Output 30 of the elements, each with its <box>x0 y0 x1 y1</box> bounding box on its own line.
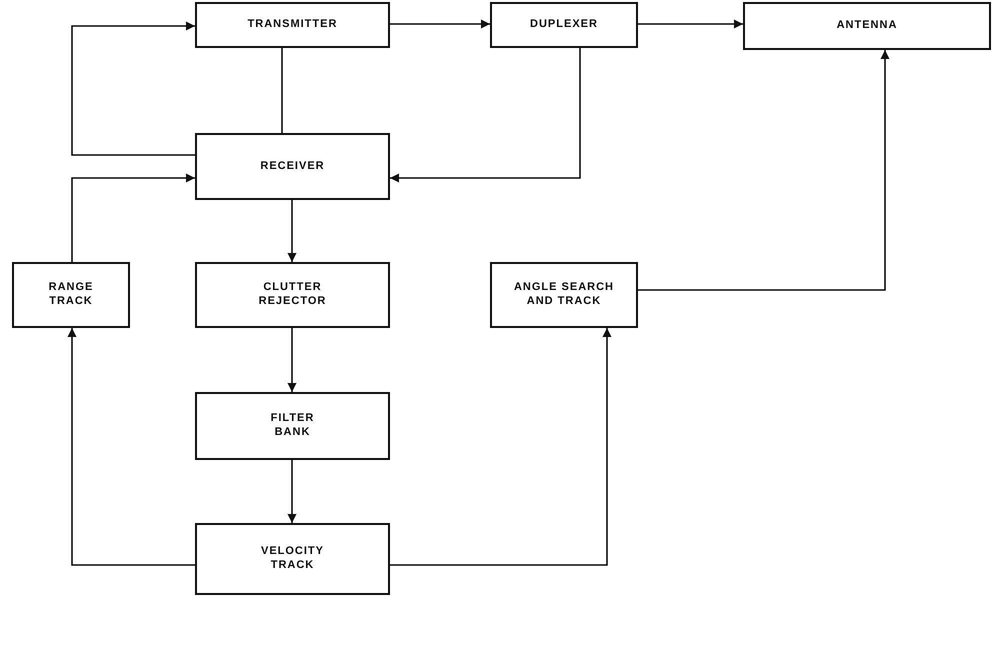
box-label: VELOCITY TRACK <box>260 545 325 573</box>
process-box <box>195 133 390 200</box>
box-label: CLUTTER REJECTOR <box>258 281 328 309</box>
arrow <box>68 328 195 566</box>
arrow <box>288 328 296 392</box>
arrow <box>390 328 612 566</box>
box-label: ANGLE SEARCH AND TRACK <box>512 281 615 309</box>
process-box <box>490 2 638 48</box>
arrow <box>390 20 490 28</box>
process-box <box>490 262 638 328</box>
arrow <box>288 460 296 523</box>
process-box <box>195 523 390 595</box>
process-box <box>195 262 390 328</box>
process-box <box>12 262 130 328</box>
process-box <box>195 392 390 460</box>
box-label: RECEIVER <box>260 160 325 174</box>
box-label: ANTENNA <box>836 19 898 33</box>
arrow <box>390 48 581 182</box>
arrow <box>288 200 296 262</box>
arrow <box>71 22 195 156</box>
arrow <box>71 174 195 262</box>
process-box <box>743 2 991 50</box>
arrow <box>638 50 890 291</box>
box-label: DUPLEXER <box>530 18 598 32</box>
box-label: RANGE TRACK <box>48 281 94 309</box>
arrow <box>638 20 743 28</box>
box-label: FILTER BANK <box>270 412 316 440</box>
box-label: TRANSMITTER <box>248 18 338 32</box>
process-box <box>195 2 390 48</box>
connector-line <box>281 48 283 133</box>
